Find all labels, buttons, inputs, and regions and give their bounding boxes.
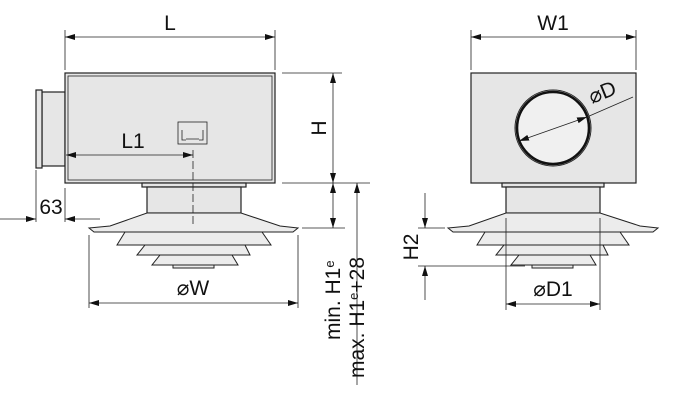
dimension-h2-label: H2 (400, 234, 423, 261)
diffuser-cone-3 (135, 244, 251, 256)
side-view: L L1 63 H min. H1e max. H1e+28 ⌀W (0, 12, 370, 385)
diffuser-cone-1 (87, 212, 300, 233)
dimension-min-h1e-label: min. H1e (322, 260, 345, 340)
diffuser-cap (172, 264, 215, 269)
dimension-max-h1e-label: max. H1e+28 (346, 257, 369, 378)
dimension-l1-label: L1 (121, 130, 144, 153)
neck (146, 186, 242, 214)
duct-inner (515, 90, 591, 166)
diffuser-cone-2 (116, 231, 272, 246)
dimension-w1-label: W1 (537, 12, 569, 35)
dimension-63-label: 63 (39, 196, 62, 219)
front-view: W1 ⌀D H2 ⌀D1 (400, 12, 660, 310)
connector-icon (177, 121, 208, 145)
diffuser-cone-4 (150, 254, 239, 266)
duct-outer (514, 89, 592, 167)
dimension-h-label: H (308, 120, 331, 135)
spigot (41, 91, 66, 167)
spigot-ring (35, 89, 43, 169)
dimension-w-label: ⌀W (177, 277, 210, 300)
neck-flange (141, 182, 247, 188)
dimension-l-label: L (164, 12, 176, 35)
dimension-d1-label: ⌀D1 (533, 278, 573, 301)
plenum-box (64, 72, 276, 184)
